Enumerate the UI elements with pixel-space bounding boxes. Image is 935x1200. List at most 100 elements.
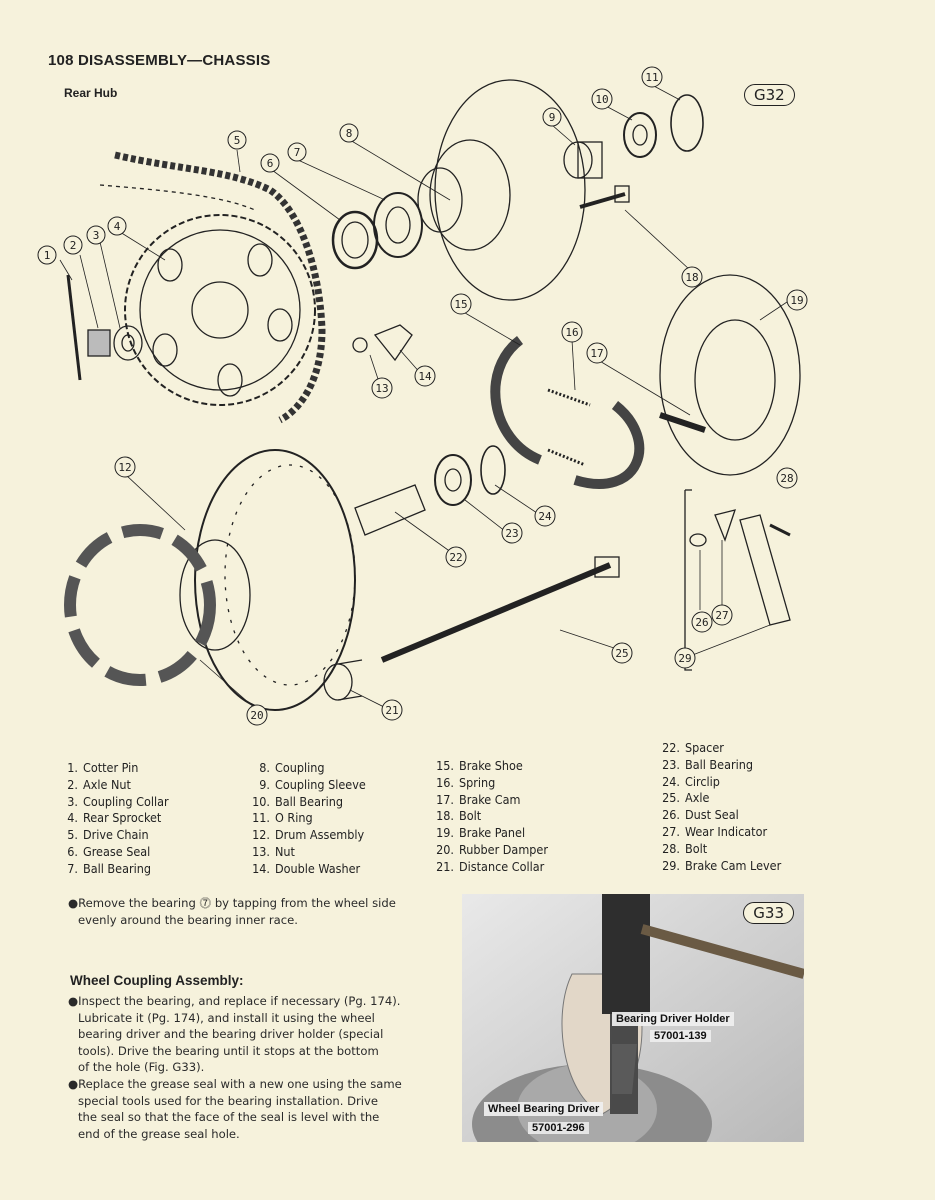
callout-26: 26 xyxy=(691,611,713,633)
legend-item: 27.Wear Indicator xyxy=(662,823,768,839)
legend-item: 3.Coupling Collar xyxy=(67,793,169,809)
callout-17: 17 xyxy=(586,342,608,364)
svg-text:8: 8 xyxy=(346,127,353,140)
callout-2: 2 xyxy=(63,235,83,255)
legend-item: 15.Brake Shoe xyxy=(436,758,523,773)
svg-text:16: 16 xyxy=(565,326,578,339)
text-line: tools). Drive the bearing until it stops… xyxy=(78,1043,379,1058)
legend-item: 7.Ball Bearing xyxy=(67,860,151,876)
legend-item: 26.Dust Seal xyxy=(662,807,739,823)
legend-item: 24.Circlip xyxy=(662,773,720,789)
svg-text:22: 22 xyxy=(449,551,462,564)
svg-text:6: 6 xyxy=(267,157,274,170)
legend-column-3: 15.Brake Shoe 16.Spring 17.Brake Cam 18.… xyxy=(432,758,548,876)
callout-27: 27 xyxy=(711,604,733,626)
callout-5: 5 xyxy=(227,130,247,150)
svg-text:4: 4 xyxy=(114,220,121,233)
callout-11: 11 xyxy=(641,66,663,88)
bearing-driver-holder-part-number: 57001-139 xyxy=(650,1030,711,1042)
legend-item: 25.Axle xyxy=(662,790,710,806)
text-line: ●Inspect the bearing, and replace if nec… xyxy=(68,994,401,1008)
svg-text:11: 11 xyxy=(645,71,658,84)
legend-column-2: 8.Coupling 9.Coupling Sleeve 10.Ball Bea… xyxy=(248,760,366,878)
legend-item: 11.O Ring xyxy=(252,810,313,826)
callout-13: 13 xyxy=(371,377,393,399)
svg-text:25: 25 xyxy=(615,647,628,660)
callout-12: 12 xyxy=(114,456,136,478)
photo-figure-g33: G33 Bearing Driver Holder 57001-139 Whee… xyxy=(462,894,804,1142)
svg-text:26: 26 xyxy=(695,616,708,629)
callout-6: 6 xyxy=(260,153,280,173)
callout-16: 16 xyxy=(561,321,583,343)
svg-text:14: 14 xyxy=(418,370,432,383)
wheel-bearing-driver-label: Wheel Bearing Driver xyxy=(484,1102,604,1116)
callout-22: 22 xyxy=(445,546,467,568)
callout-25: 25 xyxy=(611,642,633,664)
legend-item: 18.Bolt xyxy=(436,808,482,824)
figure-badge-g32: G32 xyxy=(744,84,795,106)
legend-item: 22.Spacer xyxy=(662,740,724,755)
svg-text:9: 9 xyxy=(549,111,556,124)
inspect-bearing-instruction: ●Inspect the bearing, and replace if nec… xyxy=(68,993,438,1076)
legend-item: 2.Axle Nut xyxy=(67,776,131,792)
text-line: ●Remove the bearing ⓻ by tapping from th… xyxy=(68,896,396,910)
text-line: ●Replace the grease seal with a new one … xyxy=(68,1077,402,1091)
wheel-bearing-driver-part-number: 57001-296 xyxy=(528,1122,589,1134)
text-line: evenly around the bearing inner race. xyxy=(78,912,298,927)
svg-text:15: 15 xyxy=(454,298,467,311)
text-line: end of the grease seal hole. xyxy=(78,1126,240,1141)
legend-item: 28.Bolt xyxy=(662,840,708,856)
callout-4: 4 xyxy=(107,216,127,236)
callout-29: 29 xyxy=(674,647,696,669)
replace-seal-instruction: ●Replace the grease seal with a new one … xyxy=(68,1076,438,1142)
callout-15: 15 xyxy=(450,293,472,315)
callout-18: 18 xyxy=(681,266,703,288)
callout-1: 1 xyxy=(37,245,57,265)
legend-column-1: 1.Cotter Pin 2.Axle Nut 3.Coupling Colla… xyxy=(56,760,169,878)
callout-3: 3 xyxy=(86,225,106,245)
svg-text:12: 12 xyxy=(118,461,131,474)
text-line: of the hole (Fig. G33). xyxy=(78,1060,205,1074)
legend-item: 1.Cotter Pin xyxy=(67,760,139,775)
callout-9: 9 xyxy=(542,107,562,127)
svg-text:10: 10 xyxy=(595,93,608,106)
page-header: 108 DISASSEMBLY—CHASSIS xyxy=(48,52,271,69)
text-line: the seal so that the face of the seal is… xyxy=(78,1110,380,1124)
svg-text:3: 3 xyxy=(93,229,100,242)
remove-bearing-instruction: ●Remove the bearing ⓻ by tapping from th… xyxy=(68,895,428,928)
svg-text:1: 1 xyxy=(44,249,51,262)
legend-item: 21.Distance Collar xyxy=(436,858,545,874)
svg-text:17: 17 xyxy=(590,347,603,360)
legend-item: 29.Brake Cam Lever xyxy=(662,857,782,873)
legend-item: 14.Double Washer xyxy=(252,860,361,876)
callout-19: 19 xyxy=(786,289,808,311)
text-line: Lubricate it (Pg. 174), and install it u… xyxy=(78,1010,375,1025)
callout-14: 14 xyxy=(414,365,436,387)
legend-item: 16.Spring xyxy=(436,774,496,790)
svg-text:20: 20 xyxy=(250,709,263,722)
callout-28: 28 xyxy=(776,467,798,489)
callout-21: 21 xyxy=(381,699,403,721)
section-subtitle: Rear Hub xyxy=(64,86,118,100)
exploded-diagram-g32: 1 2 3 4 5 6 7 8 9 10 11 12 13 14 15 16 1… xyxy=(37,66,808,726)
callout-23: 23 xyxy=(501,522,523,544)
legend-item: 20.Rubber Damper xyxy=(436,841,548,857)
svg-text:13: 13 xyxy=(375,382,388,395)
legend-item: 4.Rear Sprocket xyxy=(67,810,162,826)
svg-text:19: 19 xyxy=(790,294,803,307)
figure-badge-g33: G33 xyxy=(743,902,794,924)
legend-column-4: 22.Spacer 23.Ball Bearing 24.Circlip 25.… xyxy=(658,740,781,874)
callout-24: 24 xyxy=(534,505,556,527)
svg-text:7: 7 xyxy=(294,146,301,159)
svg-text:5: 5 xyxy=(234,134,241,147)
section-title-wheel-coupling: Wheel Coupling Assembly: xyxy=(70,973,244,988)
svg-text:27: 27 xyxy=(715,609,728,622)
svg-text:28: 28 xyxy=(780,472,793,485)
legend-item: 6.Grease Seal xyxy=(67,843,151,859)
legend-item: 10.Ball Bearing xyxy=(252,793,343,809)
bearing-driver-holder-label: Bearing Driver Holder xyxy=(612,1012,734,1026)
callout-7: 7 xyxy=(287,142,307,162)
text-line: special tools used for the bearing insta… xyxy=(78,1093,378,1108)
legend-item: 8.Coupling xyxy=(259,760,325,775)
svg-text:23: 23 xyxy=(505,527,518,540)
